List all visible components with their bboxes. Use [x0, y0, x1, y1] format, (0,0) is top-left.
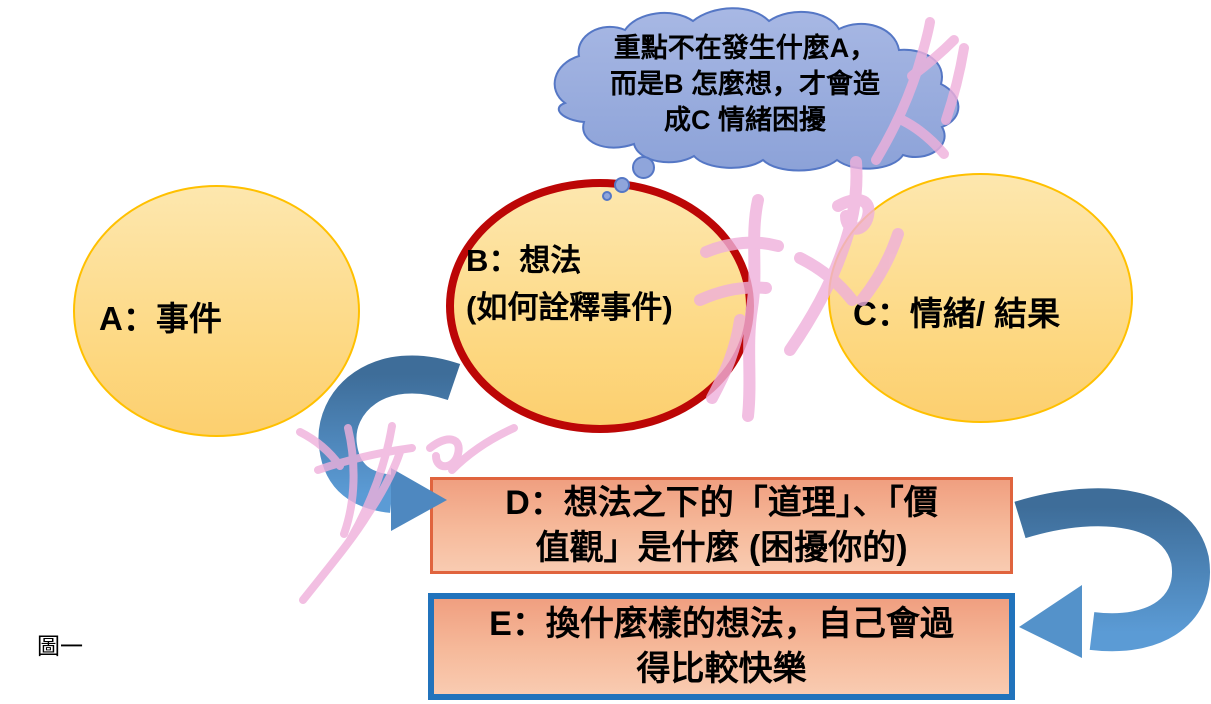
- cloud-text: 重點不在發生什麼A， 而是B 怎麼想，才會造 成C 情緒困擾: [610, 33, 880, 135]
- ellipse-a-event: [73, 185, 360, 437]
- box-e: E：換什麼樣的想法，自己會過 得比較快樂: [428, 593, 1015, 700]
- box-d: D：想法之下的「道理」、「價 值觀」是什麼 (困擾你的): [430, 477, 1013, 574]
- box-d-label: D：想法之下的「道理」、「價 值觀」是什麼 (困擾你的): [505, 483, 938, 567]
- thought-bubble-small: [602, 191, 612, 201]
- figure-caption: 圖一: [37, 634, 83, 659]
- ellipse-b-thought: [446, 179, 754, 433]
- thought-bubble-medium: [614, 177, 630, 193]
- thought-bubble-large: [632, 156, 655, 179]
- box-e-label: E：換什麼樣的想法，自己會過 得比較快樂: [489, 604, 954, 688]
- ellipse-b-label: B：想法 (如何詮釋事件): [466, 243, 673, 325]
- ellipse-c-label: C：情緒/ 結果: [853, 295, 1061, 332]
- arrow-d-to-e: [1014, 488, 1210, 658]
- ellipse-a-label: A：事件: [99, 300, 222, 337]
